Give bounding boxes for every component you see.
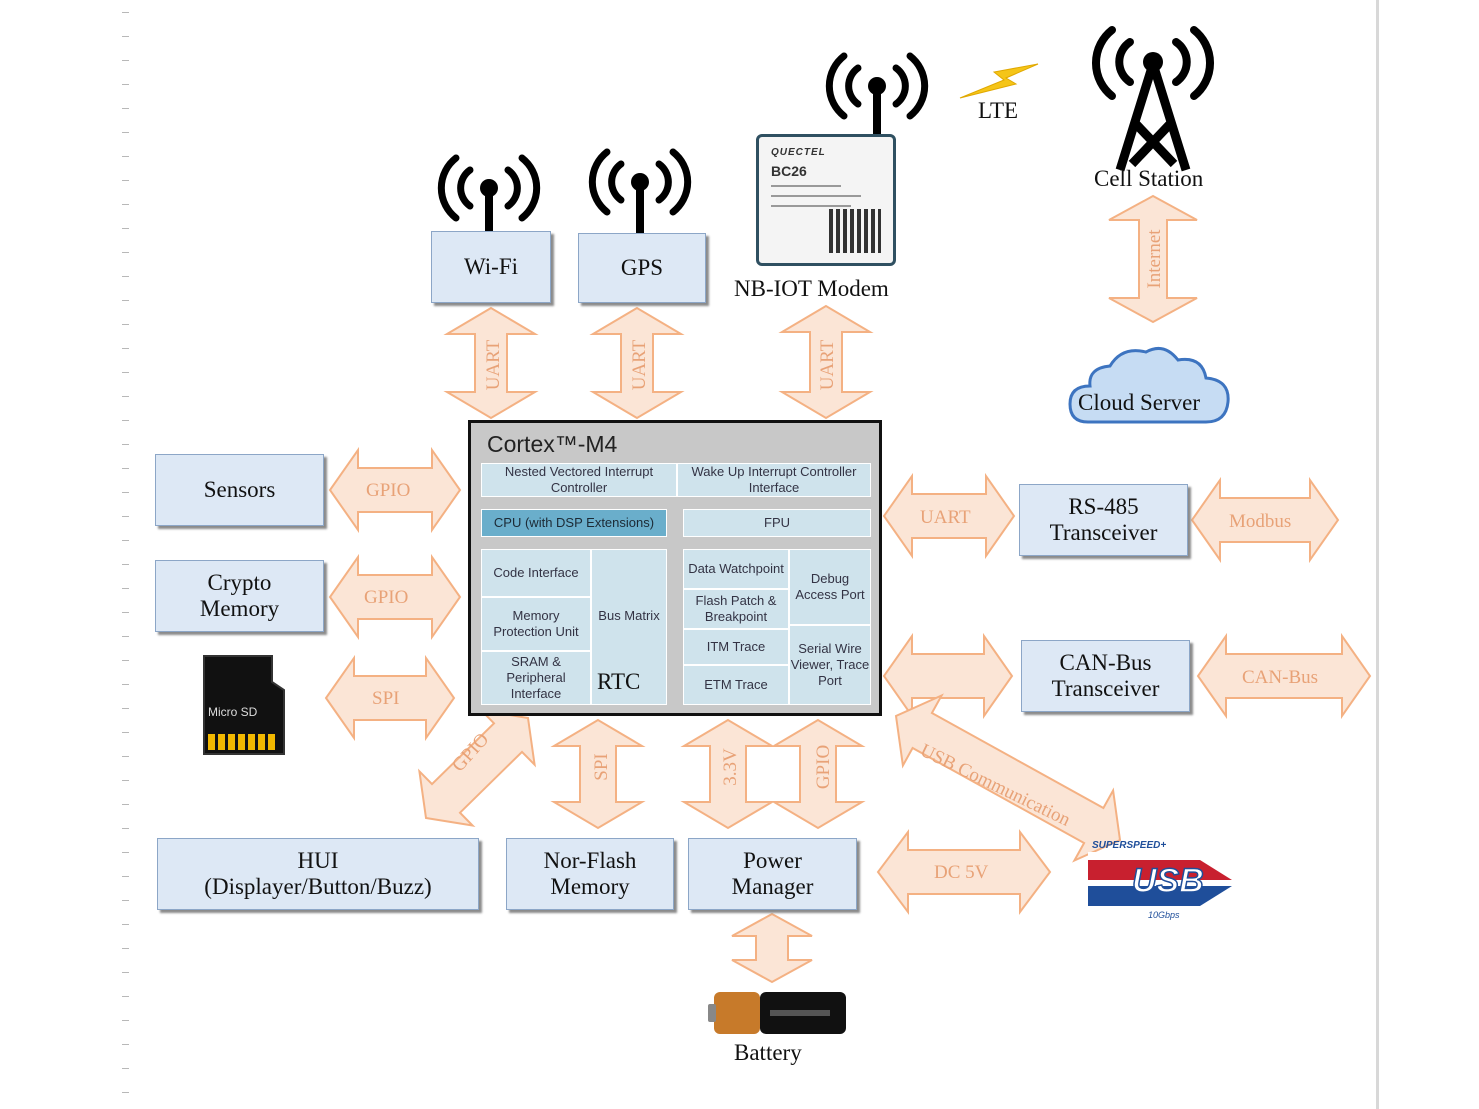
wifi-uart-arrow [443, 306, 539, 420]
internet-arrow [1108, 194, 1198, 324]
micro-sd-card-icon: Micro SD [203, 655, 285, 755]
nbiot-modem-chip-image: QUECTEL BC26 [756, 134, 896, 266]
canbus-transceiver-block: CAN-Bus Transceiver [1021, 640, 1190, 712]
nor-flash-memory-block: Nor-Flash Memory [506, 838, 674, 910]
modbus-arrow [1190, 476, 1340, 564]
modem-brand: QUECTEL [771, 147, 826, 158]
fpu-cell: FPU [683, 509, 871, 537]
gps-uart-arrow [589, 306, 685, 420]
rs485-uart-arrow [882, 472, 1016, 560]
battery-icon [708, 992, 846, 1034]
wakeup-cell: Wake Up Interrupt Controller Interface [677, 463, 871, 497]
lte-label: LTE [978, 98, 1019, 123]
rs485-line1: RS-485 [1068, 494, 1139, 519]
rtc-label: RTC [597, 669, 641, 694]
modbus-label: Modbus [1229, 511, 1292, 532]
sensors-gpio-arrow [328, 446, 462, 534]
gps-antenna-icon [588, 148, 692, 234]
microsd-spi-label: SPI [372, 688, 400, 709]
serial-wire-viewer-cell: Serial Wire Viewer, Trace Port [789, 625, 871, 705]
hui-block: HUI (Displayer/Button/Buzz) [157, 838, 479, 910]
internet-label: Internet [1144, 229, 1165, 289]
nvic-cell: Nested Vectored Interrupt Controller [481, 463, 677, 497]
power-manager-line2: Manager [731, 874, 814, 899]
modem-model: BC26 [771, 163, 807, 179]
modem-uart-arrow [778, 304, 874, 420]
canbus-line1: CAN-Bus [1059, 650, 1152, 675]
gps-uart-label: UART [629, 339, 650, 391]
cortex-m4-block: Cortex™-M4 Nested Vectored Interrupt Con… [468, 420, 882, 716]
page-margin-marks [122, 0, 134, 1109]
cell-station-label: Cell Station [1094, 166, 1204, 191]
crypto-memory-line1: Crypto [207, 570, 272, 595]
modem-uart-label: UART [817, 339, 838, 391]
canbus-link-arrow [1196, 632, 1372, 720]
usb-communication-arrow [894, 693, 1122, 863]
usb-bottom-text: 10Gbps [1148, 910, 1180, 920]
battery-arrow [731, 912, 813, 984]
code-interface-cell: Code Interface [481, 549, 591, 597]
norflash-line2: Memory [550, 874, 630, 899]
cpu-cell: CPU (with DSP Extensions) [481, 509, 667, 537]
bus-matrix-label: Bus Matrix [598, 608, 660, 623]
norflash-spi-arrow [550, 718, 646, 830]
wifi-block: Wi-Fi [431, 231, 551, 303]
cortex-title: Cortex™-M4 [487, 431, 618, 457]
cloud-server-label: Cloud Server [1078, 390, 1201, 415]
wifi-antenna-icon [437, 154, 541, 234]
norflash-line1: Nor-Flash [543, 848, 637, 873]
cell-tower-icon [1092, 26, 1214, 172]
canbus-link-label: CAN-Bus [1242, 667, 1319, 688]
sram-interface-cell: SRAM & Peripheral Interface [481, 651, 591, 705]
modem-antenna-icon [825, 52, 929, 136]
rs485-transceiver-block: RS-485 Transceiver [1019, 484, 1188, 556]
sensors-label: Sensors [203, 477, 276, 502]
usb-main-text: USB [1132, 862, 1204, 900]
rs485-uart-label: UART [920, 507, 971, 528]
power-gpio-label: GPIO [813, 744, 834, 790]
canbus-line2: Transceiver [1051, 676, 1160, 701]
usb-top-text: SUPERSPEED+ [1092, 840, 1166, 851]
microsd-spi-arrow [324, 654, 456, 742]
power-manager-block: Power Manager [688, 838, 857, 910]
cortex-canbus-arrow [882, 632, 1014, 720]
hui-gpio-arrow [417, 709, 537, 827]
dwt-cell: Data Watchpoint [683, 549, 789, 589]
fpb-cell: Flash Patch & Breakpoint [683, 589, 789, 629]
gps-label: GPS [620, 255, 664, 280]
crypto-gpio-arrow [328, 553, 462, 641]
wifi-label: Wi-Fi [463, 254, 519, 279]
lightning-icon [959, 63, 1039, 99]
rs485-line2: Transceiver [1049, 520, 1158, 545]
crypto-gpio-label: GPIO [364, 587, 409, 608]
page-edge [1376, 0, 1379, 1109]
battery-label: Battery [734, 1040, 802, 1065]
power-gpio-arrow [770, 718, 866, 830]
power-manager-line1: Power [743, 848, 802, 873]
crypto-memory-block: Crypto Memory [155, 560, 324, 632]
sensors-block: Sensors [155, 454, 324, 526]
qr-code-icon [829, 209, 881, 253]
power-3v3-arrow [680, 718, 776, 830]
nbiot-modem-label: NB-IOT Modem [734, 276, 889, 301]
gps-block: GPS [578, 233, 706, 303]
hui-line2: (Displayer/Button/Buzz) [204, 874, 432, 899]
hui-line1: HUI [297, 848, 339, 873]
bus-matrix-cell: Bus Matrix [591, 549, 667, 705]
sensors-gpio-label: GPIO [366, 480, 411, 501]
crypto-memory-line2: Memory [199, 596, 280, 621]
usb-superspeed-logo-icon: USB SUPERSPEED+ 10Gbps [1088, 840, 1248, 920]
etm-cell: ETM Trace [683, 665, 789, 705]
wifi-uart-label: UART [483, 339, 504, 391]
itm-cell: ITM Trace [683, 629, 789, 665]
mpu-cell: Memory Protection Unit [481, 597, 591, 651]
cloud-server-icon [1068, 346, 1230, 424]
dc5v-arrow [876, 829, 1052, 915]
power-3v3-label: 3.3V [720, 748, 741, 786]
norflash-spi-label: SPI [591, 753, 612, 781]
dc5v-label: DC 5V [934, 862, 989, 883]
micro-sd-text: Micro SD [208, 705, 258, 719]
debug-access-port-cell: Debug Access Port [789, 549, 871, 625]
